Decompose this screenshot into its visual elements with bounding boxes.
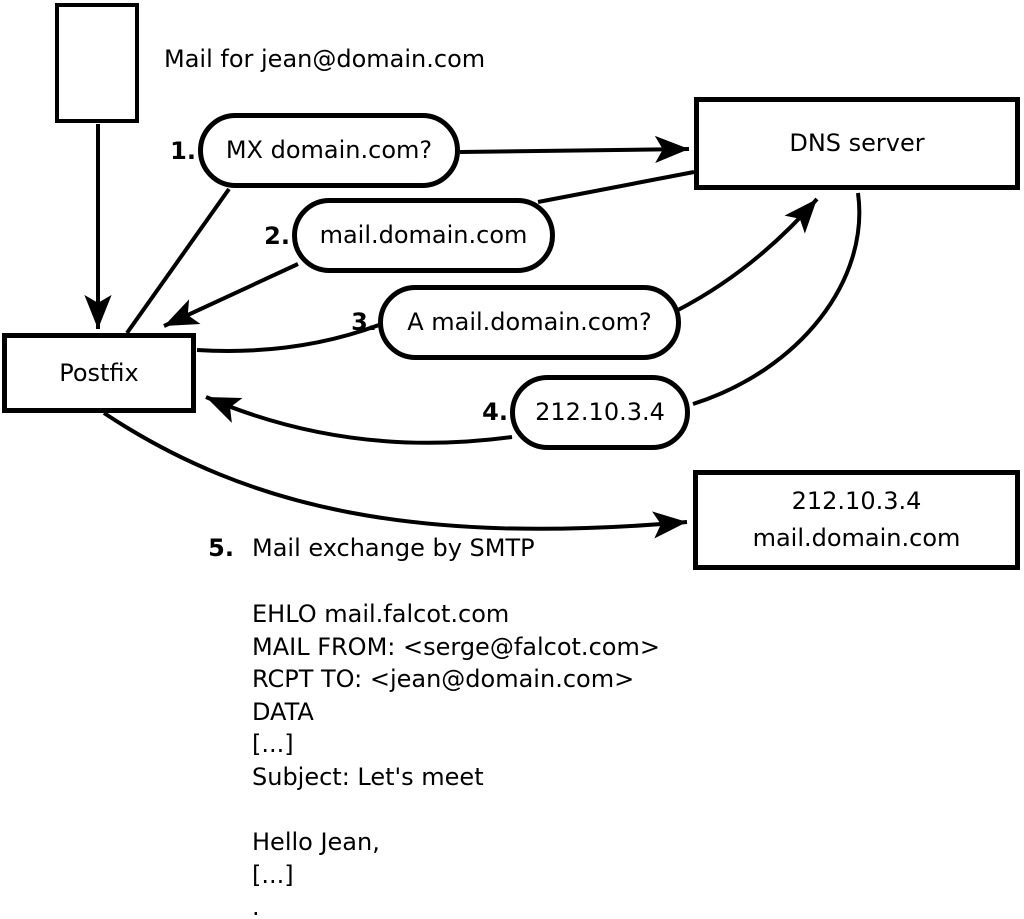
step-4-number: 4. xyxy=(482,398,508,426)
smtp-line: [...] xyxy=(252,860,294,889)
step-2-number: 2. xyxy=(264,222,290,250)
arrow-mx-query-to-dns xyxy=(459,135,690,164)
a-query-pill: A mail.domain.com? xyxy=(378,285,681,360)
step-5-label: Mail exchange by SMTP xyxy=(252,534,535,562)
mail-for-label: Mail for jean@domain.com xyxy=(164,45,486,73)
smtp-line: RCPT TO: <jean@domain.com> xyxy=(252,665,635,694)
mx-answer-label: mail.domain.com xyxy=(319,221,528,250)
mail-server-hostname: mail.domain.com xyxy=(752,524,961,552)
step-1-number: 1. xyxy=(170,137,196,165)
line-postfix-to-a-query xyxy=(196,323,380,353)
dns-server-label: DNS server xyxy=(789,129,925,158)
arrow-mx-answer-to-postfix xyxy=(163,262,299,328)
smtp-line: . xyxy=(252,893,260,919)
a-answer-label: 212.10.3.4 xyxy=(535,398,665,427)
smtp-session-transcript: EHLO mail.falcot.com MAIL FROM: <serge@f… xyxy=(252,598,660,919)
smtp-line: EHLO mail.falcot.com xyxy=(252,600,510,628)
a-answer-pill: 212.10.3.4 xyxy=(510,375,690,450)
mx-query-pill: MX domain.com? xyxy=(198,113,460,188)
postfix-label: Postfix xyxy=(59,358,139,387)
step-5-number: 5. xyxy=(208,534,234,562)
smtp-line: MAIL FROM: <serge@falcot.com> xyxy=(252,632,660,661)
postfix-node: Postfix xyxy=(2,333,196,413)
smtp-line: DATA xyxy=(252,697,314,726)
smtp-line: [...] xyxy=(252,730,294,759)
smtp-line xyxy=(252,794,660,827)
mail-server-node: 212.10.3.4 mail.domain.com xyxy=(693,470,1020,570)
line-dns-to-mx-answer xyxy=(537,170,695,204)
mail-server-ip: 212.10.3.4 xyxy=(791,487,922,515)
mx-query-label: MX domain.com? xyxy=(225,136,433,165)
dns-server-node: DNS server xyxy=(694,97,1020,190)
smtp-line: Subject: Let's meet xyxy=(252,762,484,791)
arrow-a-answer-to-postfix xyxy=(205,395,513,445)
line-postfix-to-mx-query xyxy=(125,187,231,335)
smtp-line: Hello Jean, xyxy=(252,828,380,857)
arrow-smtp-to-mailserver xyxy=(102,411,688,539)
line-dns-to-a-answer xyxy=(692,192,862,406)
arrow-a-query-to-dns xyxy=(677,197,819,312)
step-3-number: 3. xyxy=(351,308,377,336)
a-query-label: A mail.domain.com? xyxy=(407,308,652,337)
mail-message-box xyxy=(55,3,139,123)
mx-answer-pill: mail.domain.com xyxy=(292,198,555,273)
